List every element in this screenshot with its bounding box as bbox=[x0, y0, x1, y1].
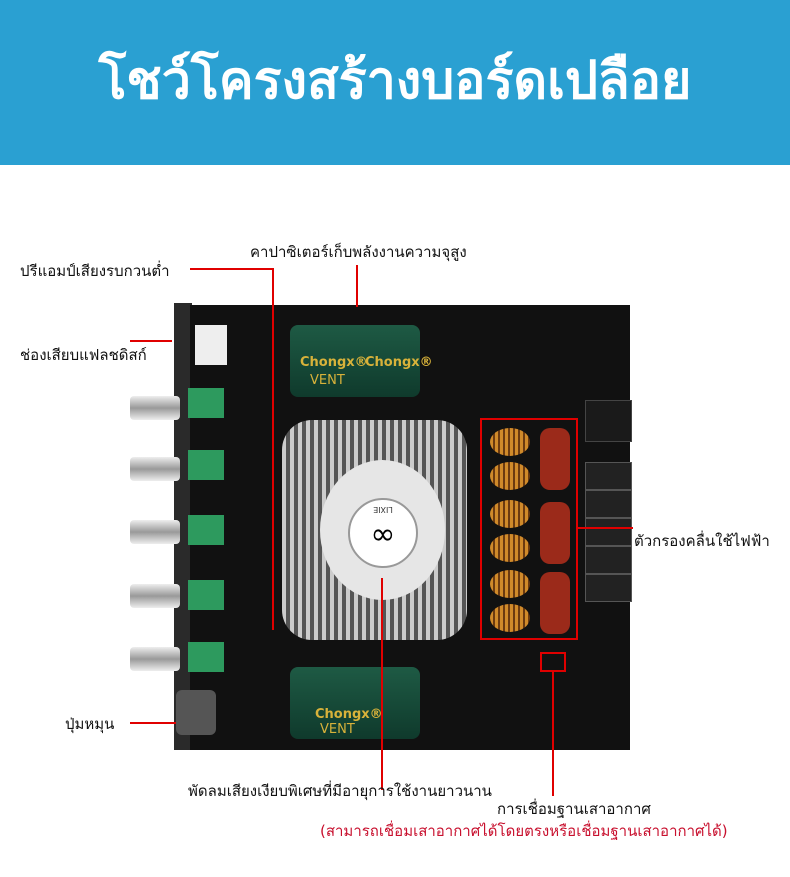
filter-highlight-box bbox=[480, 418, 578, 640]
speaker-terminal bbox=[585, 490, 632, 518]
usb-line bbox=[130, 340, 172, 342]
capacitor-bottom: Chongx® VENT bbox=[290, 667, 420, 739]
fan-brand-text: LIXIE bbox=[373, 505, 393, 514]
rotary-knob bbox=[176, 690, 216, 735]
potentiometer bbox=[188, 642, 224, 672]
fan-hub-logo: LIXIE ∞ bbox=[348, 498, 418, 568]
speaker-terminal bbox=[585, 462, 632, 490]
potentiometer bbox=[188, 515, 224, 545]
dc-jack bbox=[585, 400, 632, 442]
capacitor-top: Chongx® Chongx® VENT bbox=[290, 325, 433, 397]
knob bbox=[130, 584, 180, 608]
capacitor-brand: Chongx® bbox=[315, 707, 383, 722]
antenna-line bbox=[552, 672, 554, 796]
preamp-line-vertical bbox=[272, 268, 274, 630]
label-usb-slot: ช่องเสียบแฟลชดิสก์ bbox=[20, 346, 147, 364]
label-preamp: ปรีแอมป์เสียงรบกวนต่ำ bbox=[20, 262, 170, 280]
knob bbox=[130, 457, 180, 481]
capacitor-brand: Chongx® bbox=[365, 355, 433, 370]
preamp-line bbox=[190, 268, 274, 270]
speaker-terminal bbox=[585, 518, 632, 546]
antenna-highlight-box bbox=[540, 652, 566, 672]
potentiometer bbox=[188, 580, 224, 610]
capacitor-text: VENT bbox=[320, 722, 355, 737]
capacitor-line bbox=[356, 265, 358, 307]
fan-line bbox=[381, 578, 383, 790]
potentiometer bbox=[188, 388, 224, 418]
page-title: โชว์โครงสร้างบอร์ดเปลือย bbox=[98, 51, 692, 111]
capacitor-brand: Chongx® bbox=[300, 355, 368, 370]
label-capacitor: คาปาซิเตอร์เก็บพลังงานความจุสูง bbox=[250, 243, 467, 261]
knob bbox=[130, 647, 180, 671]
label-antenna: การเชื่อมฐานเสาอากาศ bbox=[497, 800, 651, 818]
label-knob: ปุ่มหมุน bbox=[65, 715, 115, 733]
knob bbox=[130, 396, 180, 420]
potentiometer bbox=[188, 450, 224, 480]
usb-port bbox=[195, 325, 227, 365]
speaker-terminal bbox=[585, 546, 632, 574]
speaker-terminal bbox=[585, 574, 632, 602]
capacitor-text: VENT bbox=[310, 373, 345, 388]
infinity-logo-icon: ∞ bbox=[370, 517, 396, 552]
label-fan: พัดลมเสียงเงียบพิเศษที่มีอายุการใช้งานยา… bbox=[188, 782, 492, 800]
label-antenna-note: (สามารถเชื่อมเสาอากาศได้โดยตรงหรือเชื่อม… bbox=[320, 822, 728, 840]
knob-line bbox=[130, 722, 176, 724]
filter-line bbox=[578, 527, 633, 529]
header-banner: โชว์โครงสร้างบอร์ดเปลือย bbox=[0, 0, 790, 165]
knob bbox=[130, 520, 180, 544]
label-filter: ตัวกรองคลื่นใช้ไฟฟ้า bbox=[634, 532, 770, 550]
